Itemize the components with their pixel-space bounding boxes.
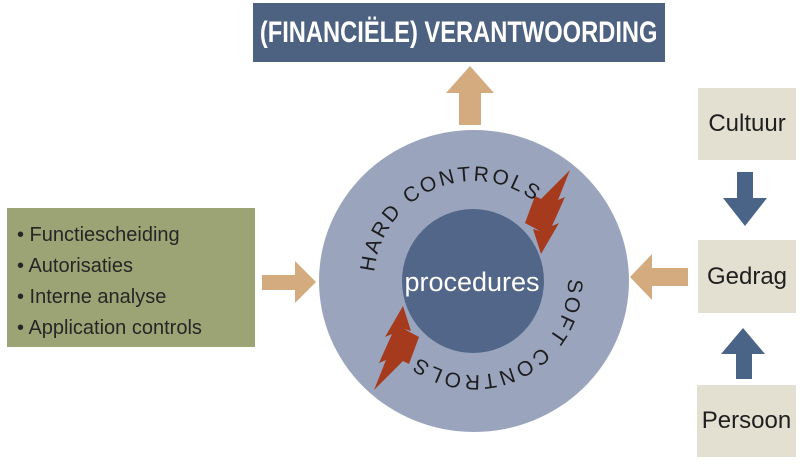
arrow-left-gedrag-to-circle-icon bbox=[630, 254, 688, 300]
gedrag-label: Gedrag bbox=[706, 262, 788, 290]
title-banner-label: (FINANCIËLE) VERANTWOORDING bbox=[260, 15, 658, 49]
list-item-application-controls: • Application controls bbox=[17, 316, 202, 339]
arrow-down-cultuur-to-gedrag-icon bbox=[723, 172, 767, 226]
arrow-up-persoon-to-gedrag-icon bbox=[721, 328, 765, 379]
list-item-functiescheiding: • Functiescheiding bbox=[17, 223, 180, 246]
lightning-bolt-bottom-left-icon bbox=[374, 306, 419, 390]
cultuur-label: Cultuur bbox=[708, 110, 786, 137]
persoon-box: Persoon bbox=[697, 385, 796, 457]
list-item-autorisaties: • Autorisaties bbox=[17, 254, 133, 277]
list-item-interne-analyse: • Interne analyse bbox=[17, 285, 167, 308]
persoon-label: Persoon bbox=[701, 407, 792, 434]
title-banner: (FINANCIËLE) VERANTWOORDING bbox=[253, 3, 665, 62]
procedures-label: procedures bbox=[404, 267, 539, 297]
cultuur-box: Cultuur bbox=[698, 88, 796, 160]
arrow-up-circle-to-banner-icon bbox=[446, 66, 494, 125]
inner-procedures-circle bbox=[402, 209, 544, 353]
arrow-right-leftbox-to-circle-icon bbox=[262, 261, 316, 303]
gedrag-box: Gedrag bbox=[698, 240, 796, 313]
hard-controls-list-box: • Functiescheiding • Autorisaties • Inte… bbox=[7, 208, 255, 347]
lightning-bolt-top-right-icon bbox=[525, 170, 570, 254]
